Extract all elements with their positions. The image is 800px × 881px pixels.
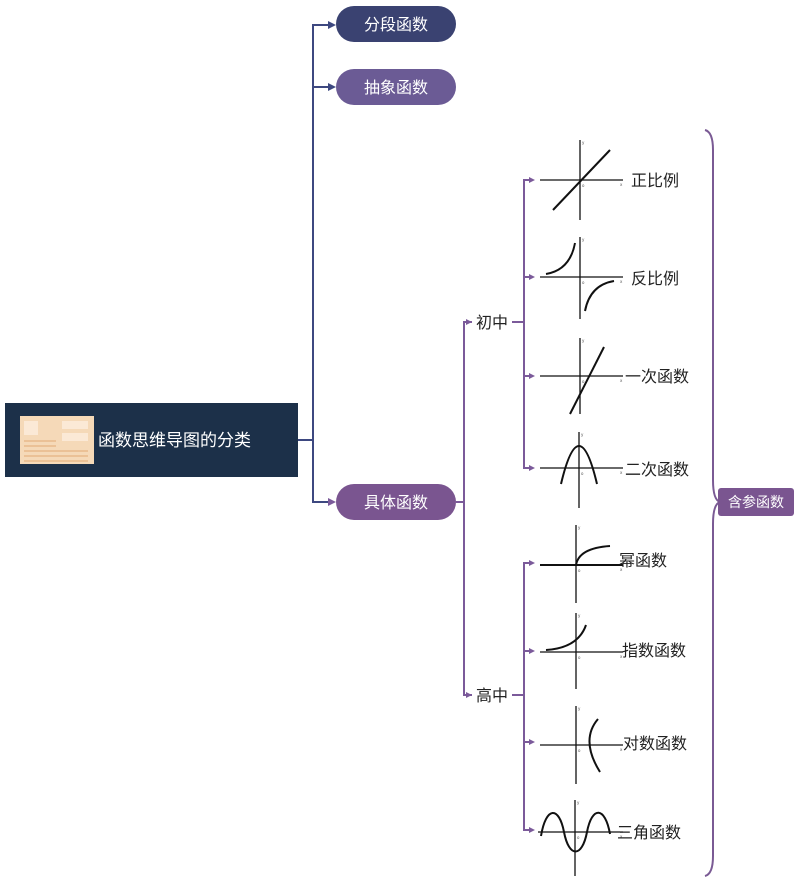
graph-power-function <box>540 525 623 603</box>
arrow-head-icon <box>529 177 535 183</box>
arrow-head-icon <box>328 83 336 91</box>
branch-concrete-label: 具体函数 <box>364 493 428 512</box>
axis-label: o <box>578 655 581 660</box>
leaf-quadratic-function[interactable]: 二次函数 <box>625 460 689 479</box>
connector-concrete-middle <box>456 321 472 503</box>
graph-inverse-proportion <box>540 237 623 319</box>
arrow-head-icon <box>529 560 535 566</box>
axis-label: x <box>620 378 623 383</box>
axis-label: o <box>582 183 585 188</box>
document-thumbnail-icon <box>20 416 94 464</box>
root-node[interactable]: 函数思维导图的分类 <box>5 403 298 477</box>
arrow-head-icon <box>466 692 472 698</box>
axis-label: x <box>620 182 623 187</box>
graph-direct-proportion <box>540 140 623 220</box>
leaf-exponential-function[interactable]: 指数函数 <box>622 641 686 660</box>
graph-exponential-function <box>540 613 623 689</box>
graph-logarithmic-function <box>540 706 623 784</box>
arrow-head-icon <box>328 498 336 506</box>
graph-quadratic-function <box>540 432 623 508</box>
axis-label: y <box>581 432 584 437</box>
arrow-head-icon <box>529 465 535 471</box>
arrow-head-icon <box>529 648 535 654</box>
graph-trigonometric-function <box>538 800 623 876</box>
arrow-head-icon <box>529 739 535 745</box>
arrow-head-icon <box>529 827 535 833</box>
leaf-trigonometric-function[interactable]: 三角函数 <box>617 823 681 842</box>
axis-label: y <box>578 525 581 530</box>
graph-linear-function <box>540 338 623 415</box>
axis-label: y <box>582 140 585 145</box>
arrow-head-icon <box>529 373 535 379</box>
axis-label: y <box>578 613 581 618</box>
axis-label: o <box>577 835 580 840</box>
connector-high-item-1 <box>512 562 533 696</box>
axis-label: y <box>578 706 581 711</box>
leaf-linear-function[interactable]: 一次函数 <box>625 367 689 386</box>
leaf-power-function[interactable]: 幂函数 <box>619 551 667 570</box>
root-label: 函数思维导图的分类 <box>98 431 251 451</box>
axis-label: x <box>620 279 623 284</box>
axis-label: x <box>620 834 623 839</box>
connector-middle-item-4 <box>523 376 533 469</box>
leaf-logarithmic-function[interactable]: 对数函数 <box>623 734 687 753</box>
connector-middle-item-1 <box>512 179 533 323</box>
arrow-head-icon <box>529 274 535 280</box>
side-tag-label: 含参函数 <box>728 494 784 511</box>
connector-high-item-3 <box>523 695 533 743</box>
branch-abstract[interactable]: 抽象函数 <box>336 69 456 105</box>
graph-axis-labels: x y o x y o x y o x y o x y o x y o x y o x y o <box>577 140 623 840</box>
leaf-direct-proportion[interactable]: 正比例 <box>631 171 679 190</box>
connector-concrete-high <box>463 502 472 696</box>
leaf-arrowheads <box>466 177 535 833</box>
connector-middle-item-3 <box>523 322 533 377</box>
connector-root-piecewise <box>298 24 330 441</box>
axis-label: x <box>620 654 623 659</box>
axis-label: y <box>582 338 585 343</box>
group-connectors <box>456 179 533 831</box>
branch-piecewise[interactable]: 分段函数 <box>336 6 456 42</box>
axis-label: y <box>582 237 585 242</box>
axis-label: o <box>582 379 585 384</box>
branch-piecewise-label: 分段函数 <box>364 15 428 34</box>
leaf-inverse-proportion[interactable]: 反比例 <box>631 269 679 288</box>
connector-arrowheads <box>328 21 336 506</box>
axis-label: y <box>577 800 580 805</box>
axis-label: x <box>620 747 623 752</box>
arrow-head-icon <box>328 21 336 29</box>
axis-label: o <box>581 471 584 476</box>
axis-label: o <box>578 748 581 753</box>
arrow-head-icon <box>466 319 472 325</box>
group-middle-school[interactable]: 初中 <box>476 313 508 332</box>
connector-high-item-4 <box>523 742 533 831</box>
axis-label: o <box>578 568 581 573</box>
axis-label: x <box>620 470 623 475</box>
connector-root-concrete <box>312 440 330 503</box>
axis-label: x <box>620 567 623 572</box>
group-high-school[interactable]: 高中 <box>476 686 508 705</box>
side-tag[interactable]: 含参函数 <box>718 488 794 516</box>
branch-abstract-label: 抽象函数 <box>364 78 428 97</box>
root-connectors <box>298 24 330 503</box>
axis-label: o <box>582 280 585 285</box>
curly-brace-icon <box>704 129 724 877</box>
branch-concrete[interactable]: 具体函数 <box>336 484 456 520</box>
